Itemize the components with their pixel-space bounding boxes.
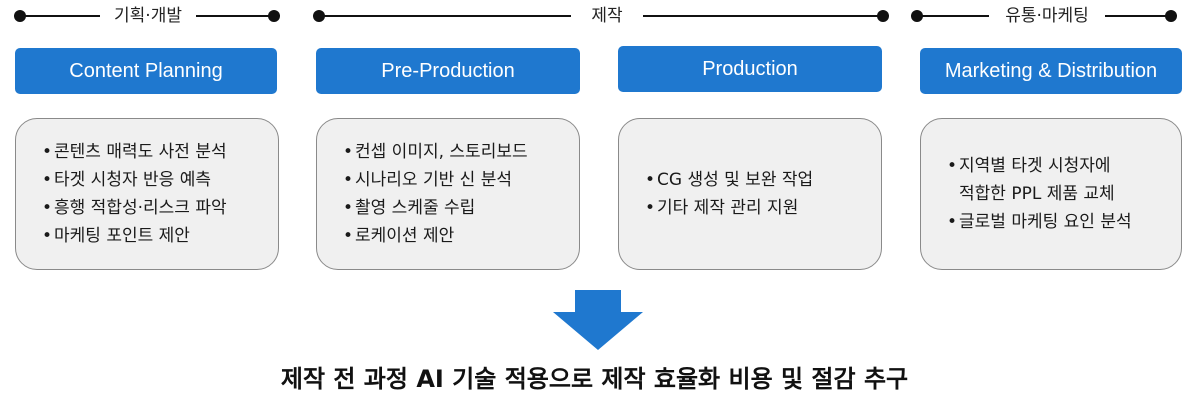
list-item: •로케이션 제안	[343, 226, 455, 246]
list-item: •CG 생성 및 보완 작업	[645, 170, 814, 190]
list-item: •타겟 시청자 반응 예측	[42, 170, 211, 190]
phase-box-marketing-distribution: •지역별 타겟 시청자에 적합한 PPL 제품 교체 •글로벌 마케팅 요인 분…	[920, 118, 1182, 270]
phase-header-production: Production	[618, 46, 882, 92]
stage-line-production: 제작	[313, 6, 889, 26]
list-item: •콘텐츠 매력도 사전 분석	[42, 142, 227, 162]
list-item: •촬영 스케줄 수립	[343, 198, 476, 218]
stage-label: 제작	[571, 6, 643, 26]
phase-box-production: •CG 생성 및 보완 작업 •기타 제작 관리 지원	[618, 118, 882, 270]
list-item: •글로벌 마케팅 요인 분석	[947, 212, 1132, 232]
stage-label: 유통·마케팅	[989, 6, 1105, 26]
conclusion-text: 제작 전 과정 AI 기술 적용으로 제작 효율화 비용 및 절감 추구	[280, 365, 909, 393]
stage-line-planning: 기획·개발	[14, 6, 280, 26]
stage-line-distribution: 유통·마케팅	[911, 6, 1177, 26]
list-item: •흥행 적합성·리스크 파악	[42, 198, 227, 218]
stage-end-dot	[1165, 10, 1177, 22]
list-item: •마케팅 포인트 제안	[42, 226, 190, 246]
stage-end-dot	[877, 10, 889, 22]
stage-label: 기획·개발	[100, 6, 196, 26]
list-item: •시나리오 기반 신 분석	[343, 170, 512, 190]
list-item: •지역별 타겟 시청자에	[947, 156, 1111, 176]
phase-box-pre-production: •컨셉 이미지, 스토리보드 •시나리오 기반 신 분석 •촬영 스케줄 수립 …	[316, 118, 580, 270]
phase-header-content-planning: Content Planning	[15, 48, 277, 94]
stage-end-dot	[268, 10, 280, 22]
phase-box-content-planning: •콘텐츠 매력도 사전 분석 •타겟 시청자 반응 예측 •흥행 적합성·리스크…	[15, 118, 279, 270]
phase-header-marketing-distribution: Marketing & Distribution	[920, 48, 1182, 94]
phase-header-pre-production: Pre-Production	[316, 48, 580, 94]
list-item: •기타 제작 관리 지원	[645, 198, 799, 218]
list-item: •컨셉 이미지, 스토리보드	[343, 142, 528, 162]
list-item-continuation: 적합한 PPL 제품 교체	[959, 184, 1115, 204]
down-arrow-icon	[553, 290, 643, 350]
